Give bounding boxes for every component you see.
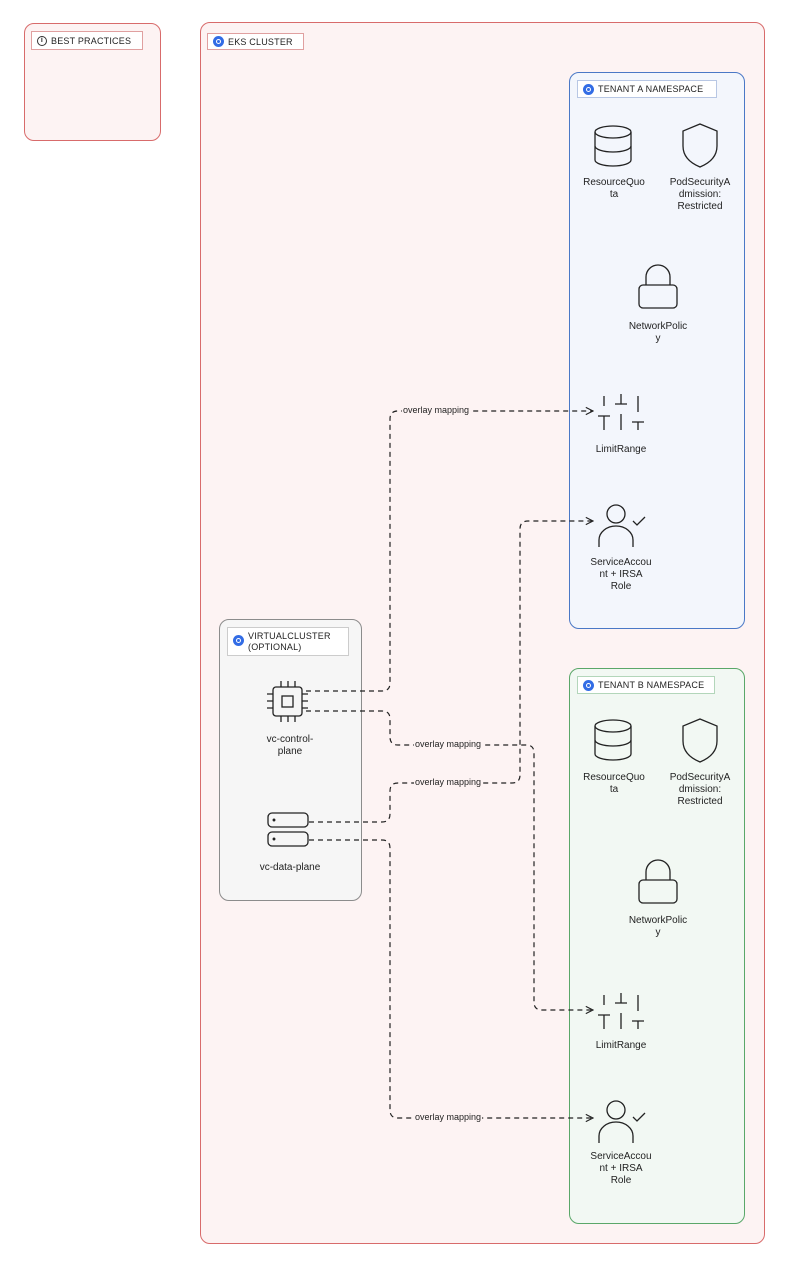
best-practices-label: BEST PRACTICES (51, 35, 132, 46)
vc-control-plane-label: vc-control- plane (266, 734, 314, 757)
tenant-b-limitrange-label: LimitRange (595, 1040, 647, 1051)
tenant-b-serviceaccount-label: ServiceAccou nt + IRSA Role (590, 1151, 652, 1186)
edge-data-to-tenant-a-serviceaccount (309, 521, 593, 823)
database-icon (594, 125, 632, 167)
kubernetes-icon (583, 83, 594, 95)
lock-icon (638, 859, 678, 904)
tenant-a-tag: TENANT A NAMESPACE (577, 80, 717, 98)
edge-label-overlay-mapping: overlay mapping (414, 1112, 483, 1123)
sliders-icon (598, 993, 644, 1029)
eks-cluster-label: EKS CLUSTER (228, 36, 293, 47)
info-icon: i (37, 35, 47, 46)
vc-data-plane-label: vc-data-plane (259, 862, 321, 873)
kubernetes-icon (583, 679, 594, 691)
edge-label-overlay-mapping: overlay mapping (414, 777, 483, 788)
tenant-b-tag: TENANT B NAMESPACE (577, 676, 715, 694)
virtualcluster-group (219, 619, 362, 901)
tenant-b-podsecurity-label: PodSecurityA dmission: Restricted (669, 772, 731, 807)
shield-icon (682, 718, 718, 763)
tenant-b-namespace-group (569, 668, 745, 1224)
server-icon (267, 812, 309, 847)
eks-cluster-tag: EKS CLUSTER (207, 33, 304, 50)
database-icon (594, 719, 632, 761)
lock-icon (638, 264, 678, 309)
tenant-a-namespace-group (569, 72, 745, 629)
tenant-a-resourcequota-label: ResourceQuo ta (583, 177, 645, 200)
tenant-b-label: TENANT B NAMESPACE (598, 680, 705, 690)
shield-icon (682, 123, 718, 168)
virtualcluster-tag: VIRTUALCLUSTER (OPTIONAL) (227, 627, 349, 656)
tenant-a-label: TENANT A NAMESPACE (598, 84, 704, 94)
virtualcluster-label: VIRTUALCLUSTER (OPTIONAL) (248, 631, 331, 652)
best-practices-tag: i BEST PRACTICES (31, 31, 143, 50)
tenant-a-networkpolicy-label: NetworkPolic y (628, 321, 688, 344)
kubernetes-icon (233, 635, 244, 646)
user-check-icon (598, 1100, 646, 1143)
edge-data-to-tenant-b-serviceaccount (309, 839, 593, 1118)
edge-label-overlay-mapping: overlay mapping (402, 405, 471, 416)
cpu-chip-icon (267, 681, 308, 722)
kubernetes-icon (213, 36, 224, 47)
edge-control-to-tenant-a-limitrange (306, 411, 593, 692)
edge-label-overlay-mapping: overlay mapping (414, 739, 483, 750)
user-check-icon (598, 504, 646, 547)
edge-control-to-tenant-b-limitrange (306, 710, 593, 1010)
tenant-a-limitrange-label: LimitRange (595, 444, 647, 455)
tenant-b-networkpolicy-label: NetworkPolic y (628, 915, 688, 938)
tenant-b-resourcequota-label: ResourceQuo ta (583, 772, 645, 795)
sliders-icon (598, 394, 644, 430)
tenant-a-podsecurity-label: PodSecurityA dmission: Restricted (669, 177, 731, 212)
tenant-a-serviceaccount-label: ServiceAccou nt + IRSA Role (590, 557, 652, 592)
